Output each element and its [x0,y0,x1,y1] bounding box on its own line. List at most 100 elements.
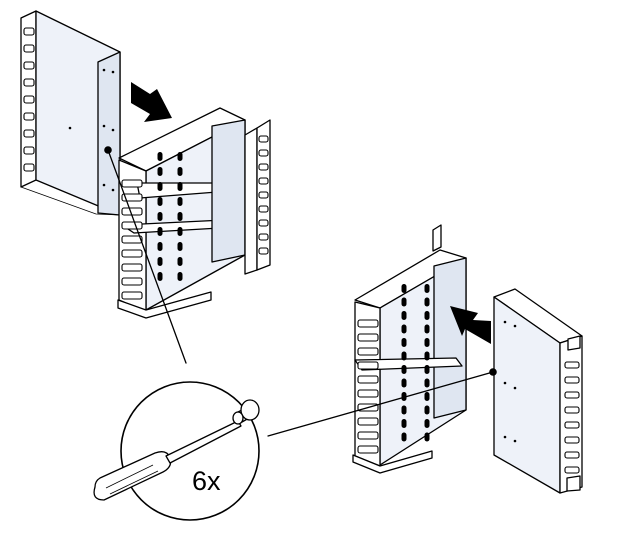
keyhole [157,152,163,161]
slot [564,391,580,399]
keyhole [401,378,407,388]
keyhole [401,297,407,307]
keyhole [424,365,430,374]
keyhole [177,257,183,266]
keyhole [401,284,407,293]
keyhole [177,227,183,236]
slot [121,291,143,300]
keyhole [424,378,430,388]
detail-callout: 6x [93,381,260,521]
leader-line-lower [267,371,494,437]
keyhole [177,272,183,281]
keyhole [401,405,407,415]
slot [23,95,35,104]
slot [23,44,35,53]
slot [564,421,580,429]
lower-chassis-keyholes [401,284,430,442]
slot [121,249,143,258]
keyhole [424,432,430,442]
slot [564,376,580,384]
slot [258,191,269,199]
keyhole [401,338,407,347]
slot [258,205,269,213]
keyhole [177,182,183,191]
slot [357,375,379,384]
slot [357,389,379,398]
keyhole [424,297,430,307]
slot [23,78,35,87]
slot [258,163,269,171]
keyhole [401,351,407,361]
push-arrow-icon [131,82,172,122]
slot [23,129,35,138]
keyhole [177,167,183,176]
keyhole [157,197,163,206]
keyhole [177,152,183,161]
keyhole [177,197,183,206]
keyhole [401,365,407,374]
lower-panel-slots [564,361,580,474]
keyhole [424,392,430,401]
slot [23,27,35,36]
slot [357,445,379,454]
slot [357,361,379,370]
keyhole [401,419,407,428]
lower-panel-holes [503,320,517,443]
slot [258,135,269,143]
slot [357,417,379,426]
slot [258,177,269,185]
slot [564,436,580,444]
slot [564,361,580,369]
upper-chassis-keyholes [157,152,183,281]
keyhole [424,419,430,428]
slot [258,219,269,227]
keyhole [157,242,163,251]
keyhole [424,324,430,334]
keyhole [157,167,163,176]
slot [23,163,35,172]
keyhole [157,212,163,221]
quantity-label: 6x [192,466,221,496]
keyhole [424,405,430,415]
keyhole [401,392,407,401]
slot [564,451,580,459]
keyhole [157,227,163,236]
keyhole [157,272,163,281]
slot [357,431,379,440]
slot [564,406,580,414]
push-arrow-icon [450,306,491,344]
slot [121,235,143,244]
slot [258,247,269,255]
slot [121,179,143,188]
slot [23,112,35,121]
upper-panel-slots [23,27,35,172]
keyhole [424,338,430,347]
slot [121,277,143,286]
slot [564,466,580,474]
screw-icon [232,399,260,425]
slot [357,333,379,342]
slot [357,319,379,328]
upper-side-panel [20,10,121,216]
slot [258,233,269,241]
keyhole [177,242,183,251]
upper-panel-holes [68,68,115,192]
keyhole [424,284,430,293]
slot [357,347,379,356]
leader-line-upper [107,149,187,364]
slot [121,263,143,272]
keyhole [157,182,163,191]
keyhole [401,324,407,334]
keyhole [424,351,430,361]
slot [121,193,143,202]
slot [23,146,35,155]
slot [121,221,143,230]
slot [258,149,269,157]
screwdriver-icon [93,420,242,501]
keyhole [157,257,163,266]
keyhole [401,311,407,320]
keyhole [401,432,407,442]
upper-chassis-rail-slots [258,135,269,255]
keyhole [424,311,430,320]
